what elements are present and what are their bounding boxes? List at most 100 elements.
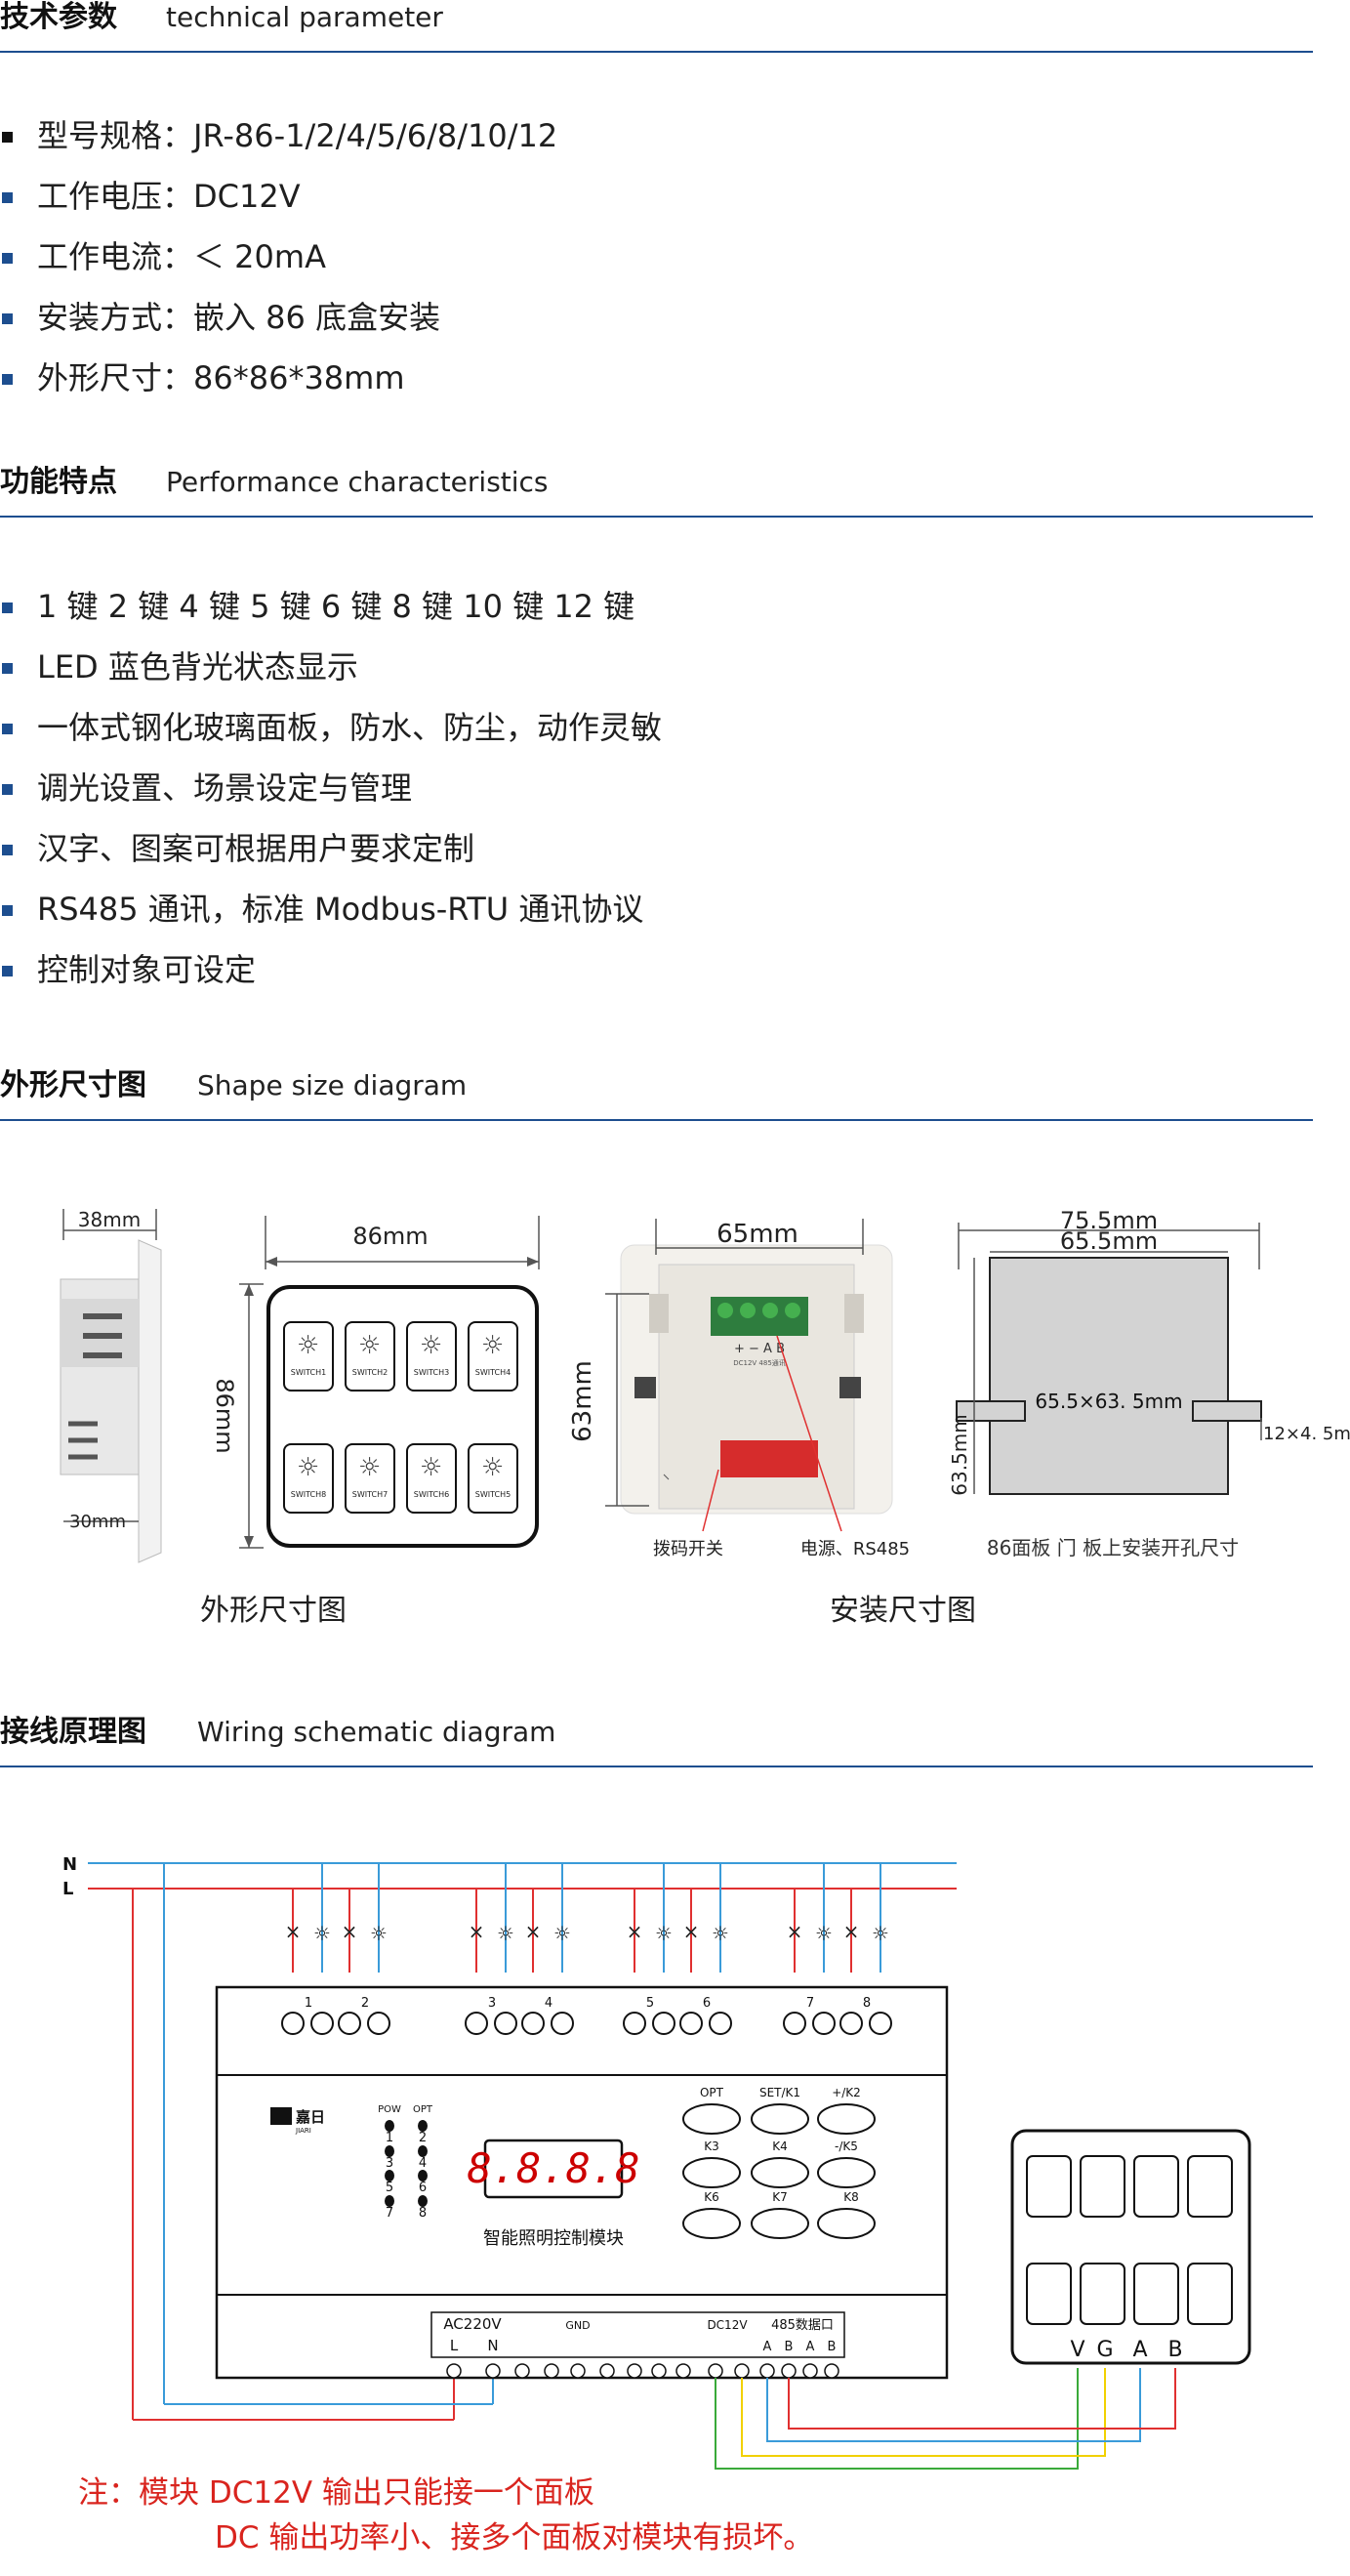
hole-center-label: 65.5×63. 5mm xyxy=(1035,1390,1182,1413)
relay-number: 7 xyxy=(806,1996,814,2011)
power-rs485-label: 电源、RS485 xyxy=(800,1539,910,1559)
line-n-label: N xyxy=(62,1854,77,1875)
svg-text:2: 2 xyxy=(419,2131,427,2145)
bullet-square-icon xyxy=(2,374,13,385)
front-view: 86mm 86mm xyxy=(211,1216,540,1549)
svg-text:A: A xyxy=(806,2340,815,2354)
bullet-square-icon xyxy=(2,724,13,734)
svg-text:×: × xyxy=(683,1920,700,1943)
svg-text:☼: ☼ xyxy=(655,1922,673,1945)
section-title-cn: 外形尺寸图 xyxy=(0,1068,146,1102)
section-title-en: Performance characteristics xyxy=(166,466,549,498)
svg-text:×: × xyxy=(843,1920,860,1943)
led-pow-label: POW xyxy=(378,2104,401,2115)
svg-text:K6: K6 xyxy=(704,2190,719,2204)
bullet-square-icon xyxy=(2,784,13,795)
side-depth-label: 38mm xyxy=(78,1208,141,1231)
switch-key: SWITCH6 xyxy=(406,1443,457,1514)
terminal-sub-label: DC12V 485通讯 xyxy=(733,1358,786,1367)
list-item: 工作电流：＜ 20mA xyxy=(0,227,557,287)
lightbulb-icon: ☼ xyxy=(481,1331,505,1360)
list-item: 安装方式：嵌入 86 底盒安装 xyxy=(0,287,557,348)
side-faceplate xyxy=(138,1239,162,1563)
lightbulb-icon: ☼ xyxy=(420,1453,443,1482)
cutout-view: 75.5mm 65.5mm 65.5×63. 5mm 63.5mm 12×4. … xyxy=(948,1207,1350,1559)
led-opt-label: OPT xyxy=(413,2104,433,2115)
svg-text:7: 7 xyxy=(386,2206,393,2221)
svg-text:G: G xyxy=(1096,2338,1113,2362)
list-item: 外形尺寸：86*86*38mm xyxy=(0,348,557,408)
svg-text:×: × xyxy=(469,1920,485,1943)
relay-number: 3 xyxy=(488,1996,496,2011)
hole-inner-label: 65.5mm xyxy=(1060,1227,1158,1255)
wire-b xyxy=(788,2368,1176,2430)
svg-text:☼: ☼ xyxy=(872,1922,889,1945)
switch-key: SWITCH7 xyxy=(345,1443,395,1514)
indicator-leds xyxy=(385,2120,428,2207)
term-n-label: N xyxy=(487,2337,498,2354)
section-title-cn: 功能特点 xyxy=(0,465,117,499)
term-dc-label: DC12V xyxy=(707,2318,748,2332)
module-name: 智能照明控制模块 xyxy=(483,2228,624,2249)
module-buttons xyxy=(682,2103,876,2239)
back-view: 65mm 63mm + − A B DC12V 485通讯 拨码开关 电源、RS… xyxy=(568,1219,910,1559)
list-item: RS485 通讯，标准 Modbus-RTU 通讯协议 xyxy=(0,879,662,939)
technical-list: 型号规格：JR-86-1/2/4/5/6/8/10/12 工作电压：DC12V … xyxy=(0,105,557,408)
lightbulb-icon: ☼ xyxy=(358,1453,382,1482)
svg-text:☼: ☼ xyxy=(497,1922,514,1945)
relay-number: 2 xyxy=(361,1996,369,2011)
brand-logo-icon xyxy=(270,2107,292,2125)
svg-text:☼: ☼ xyxy=(313,1922,331,1945)
svg-text:OPT: OPT xyxy=(700,2086,724,2099)
list-item: 控制对象可设定 xyxy=(0,939,662,1000)
section-title-en: technical parameter xyxy=(166,1,443,33)
svg-text:☼: ☼ xyxy=(712,1922,729,1945)
switch-key: SWITCH5 xyxy=(468,1443,518,1514)
bullet-square-icon xyxy=(2,663,13,674)
load-group-1: × ☼ × ☼ xyxy=(285,1863,388,1973)
list-item: 汉字、图案可根据用户要求定制 xyxy=(0,818,662,879)
switch-key: SWITCH2 xyxy=(345,1321,395,1392)
svg-text:×: × xyxy=(627,1920,643,1943)
lightbulb-icon: ☼ xyxy=(481,1453,505,1482)
side-view: 38mm 30mm xyxy=(60,1208,162,1563)
section-header-technical: 技术参数 technical parameter xyxy=(0,0,1313,53)
section-title-cn: 技术参数 xyxy=(0,0,117,34)
relay-terminals xyxy=(281,2012,892,2035)
section-title-en: Wiring schematic diagram xyxy=(197,1716,556,1748)
bullet-square-icon xyxy=(2,253,13,264)
hole-height-label: 63.5mm xyxy=(948,1414,971,1496)
lightbulb-icon: ☼ xyxy=(420,1331,443,1360)
svg-text:1: 1 xyxy=(386,2131,393,2145)
svg-text:K7: K7 xyxy=(772,2190,788,2204)
relay-number: 4 xyxy=(545,1996,552,2011)
performance-list: 1 键 2 键 4 键 5 键 6 键 8 键 10 键 12 键 LED 蓝色… xyxy=(0,576,662,1000)
bullet-square-icon xyxy=(2,132,13,143)
term-l-label: L xyxy=(450,2337,459,2354)
display-value: 8.8.8.8 xyxy=(467,2144,639,2192)
relay-number: 6 xyxy=(703,1996,711,2011)
list-item: 1 键 2 键 4 键 5 键 6 键 8 键 10 键 12 键 xyxy=(0,576,662,637)
svg-text:K4: K4 xyxy=(772,2140,788,2153)
back-width-label: 65mm xyxy=(716,1220,798,1249)
front-width-label: 86mm xyxy=(352,1223,428,1250)
relay-number: 1 xyxy=(305,1996,312,2011)
wiring-diagram: N L × ☼ × ☼ × ☼ × ☼ × ☼ × ☼ xyxy=(62,1854,1251,2470)
svg-text:+/K2: +/K2 xyxy=(832,2086,861,2099)
term-gnd-label: GND xyxy=(565,2319,590,2332)
switch-key: SWITCH3 xyxy=(406,1321,457,1392)
switch-key: SWITCH8 xyxy=(283,1443,334,1514)
svg-text:×: × xyxy=(525,1920,542,1943)
shape-size-diagram: 38mm 30mm 86mm 86mm 65mm xyxy=(60,1207,1350,1563)
bullet-square-icon xyxy=(2,966,13,976)
hole-outer-label: 75.5mm xyxy=(1060,1207,1158,1234)
wire-v xyxy=(715,2368,1079,2470)
svg-text:V: V xyxy=(1070,2338,1084,2362)
svg-text:-/K5: -/K5 xyxy=(835,2140,858,2153)
svg-text:6: 6 xyxy=(419,2181,427,2195)
section-header-shape: 外形尺寸图 Shape size diagram xyxy=(0,1068,1313,1121)
load-group-2: × ☼ × ☼ xyxy=(469,1863,571,1973)
load-group-4: × ☼ × ☼ xyxy=(787,1863,889,1973)
segment-display xyxy=(483,2139,624,2199)
lightbulb-icon: ☼ xyxy=(297,1331,320,1360)
